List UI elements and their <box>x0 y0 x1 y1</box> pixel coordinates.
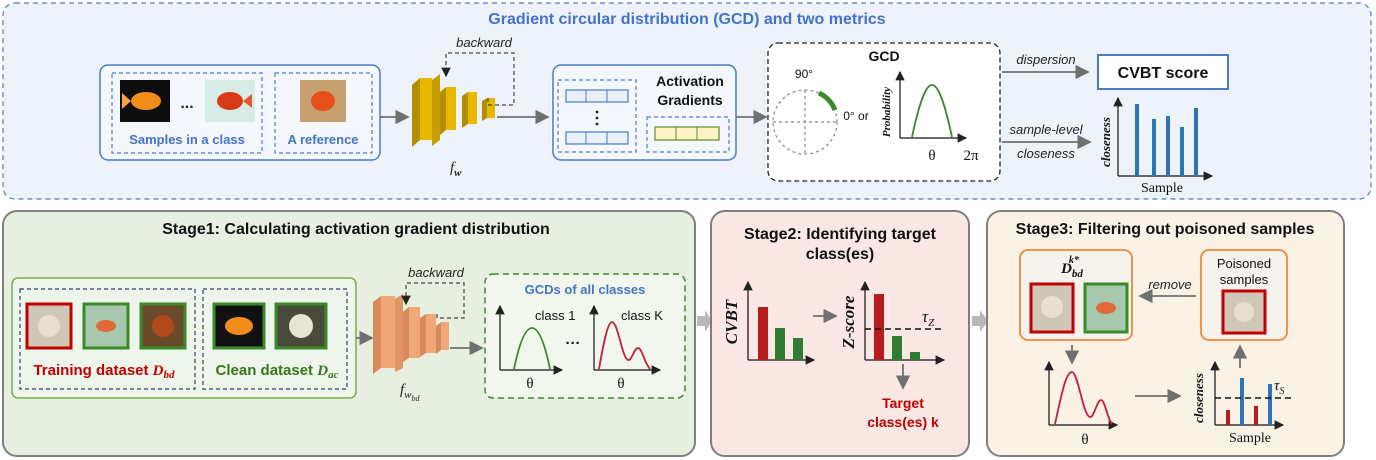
tau-s-label: τS <box>1274 378 1284 397</box>
remove-label: remove <box>1148 277 1191 292</box>
clean-image-goldfish <box>212 302 266 350</box>
stage1-title: Stage1: Calculating activation gradient … <box>162 221 550 238</box>
stage2-panel: Stage2: Identifying target class(es) CVB… <box>710 210 970 457</box>
sample-axis: Sample <box>1141 181 1183 196</box>
tau-z-label: τZ <box>922 307 935 329</box>
stage3-closeness-axis: closeness <box>1191 373 1206 423</box>
target-label-1: Target <box>882 395 924 411</box>
class1-theta: θ <box>526 376 533 392</box>
stage3-distribution-plot <box>1044 360 1119 430</box>
stage1-backward-label: backward <box>408 265 464 280</box>
closeness-chart <box>1113 96 1214 181</box>
stage1-backward-loop <box>401 282 465 319</box>
gcds-box <box>484 273 686 399</box>
gcd-classk-plot <box>589 304 662 375</box>
gcd-two-pi: 2π <box>963 148 979 164</box>
clean-dataset-box <box>202 288 348 390</box>
top-panel: Gradient circular distribution (GCD) and… <box>2 2 1372 200</box>
samples-in-class-box <box>111 72 263 154</box>
stage2-frame <box>710 210 970 457</box>
reference-image <box>300 80 346 122</box>
fw-label: fw <box>450 160 462 179</box>
stage3-sample-axis: Sample <box>1229 431 1271 446</box>
fwbd-label: fwbd <box>400 382 421 403</box>
dbd-image-fish <box>1083 282 1129 334</box>
stage-arrow-2 <box>972 310 988 332</box>
stage3-title: Stage3: Filtering out poisoned samples <box>1016 221 1315 238</box>
poisoned-image-dog <box>1221 289 1267 335</box>
closeness-label: closeness <box>1017 146 1075 161</box>
zscore-chart <box>860 280 946 365</box>
stage3-panel: Stage3: Filtering out poisoned samples D… <box>986 210 1345 457</box>
training-image-fish <box>82 302 130 350</box>
angle-0-or: 0° or <box>843 109 868 123</box>
classk-label: class K <box>621 308 663 323</box>
probability-axis: Probability <box>881 87 893 137</box>
poisoned-label-2: samples <box>1220 272 1269 287</box>
network-fw <box>412 74 495 147</box>
clean-dataset-label: Clean dataset Dac <box>216 362 339 381</box>
target-label-2: class(es) k <box>867 414 939 430</box>
dbd-image-dog-poisoned <box>1029 282 1075 334</box>
samples-label: Samples in a class <box>129 132 245 147</box>
stage3-closeness-chart <box>1210 360 1292 430</box>
samples-ellipsis: ... <box>180 95 193 112</box>
stage-arrow-1 <box>697 310 712 332</box>
gcd-box <box>767 42 1001 182</box>
gradient-vector-box <box>646 116 730 153</box>
training-image-panda <box>139 302 187 350</box>
training-image-dog-poisoned <box>25 302 73 350</box>
stage2-title-1: Stage2: Identifying target <box>744 226 937 243</box>
cvbt-chart <box>743 280 816 365</box>
dispersion-label: dispersion <box>1016 52 1075 67</box>
reference-label: A reference <box>287 132 358 147</box>
activation-label-1: Activation <box>656 73 724 89</box>
sample-level-label: sample-level <box>1010 122 1084 137</box>
classes-dots: ··· <box>566 335 581 352</box>
goldfish-image-2 <box>205 80 255 122</box>
stage2-title-2: class(es) <box>806 246 875 263</box>
activation-rows <box>565 89 629 145</box>
top-title: Gradient circular distribution (GCD) and… <box>488 11 885 28</box>
poisoned-label-1: Poisoned <box>1217 256 1271 271</box>
activation-matrix-box <box>557 79 637 153</box>
reference-box <box>274 72 373 154</box>
goldfish-image-1 <box>120 80 170 122</box>
backward-loop <box>441 52 515 106</box>
gcd-title: GCD <box>868 48 899 64</box>
cvbt-score-box <box>1097 54 1229 90</box>
cvbt-score-label: CVBT score <box>1118 65 1209 82</box>
gcds-title: GCDs of all classes <box>525 282 646 297</box>
training-dataset-box <box>19 288 196 390</box>
gcd-class1-plot <box>495 304 564 375</box>
zscore-axis: Z-score <box>839 295 858 349</box>
gcd-theta: θ <box>928 148 935 164</box>
stage1-panel: Stage1: Calculating activation gradient … <box>2 210 696 457</box>
gradient-vector <box>654 126 720 141</box>
stage3-theta: θ <box>1081 432 1088 448</box>
cvbt-axis: CVBT <box>722 299 741 344</box>
angle-90: 90° <box>795 67 813 81</box>
closeness-axis: closeness <box>1098 117 1113 167</box>
network-fwbd <box>373 294 449 374</box>
gcd-circle <box>772 89 838 155</box>
clean-image-panda <box>274 302 328 350</box>
training-dataset-label: Training dataset Dbd <box>33 362 175 381</box>
dbd-k-label: Dbdk* <box>1060 255 1083 280</box>
activation-label-2: Gradients <box>657 92 723 108</box>
gcd-distribution-plot <box>895 70 968 143</box>
backward-label: backward <box>456 35 512 50</box>
classk-theta: θ <box>617 376 624 392</box>
class1-label: class 1 <box>535 308 575 323</box>
